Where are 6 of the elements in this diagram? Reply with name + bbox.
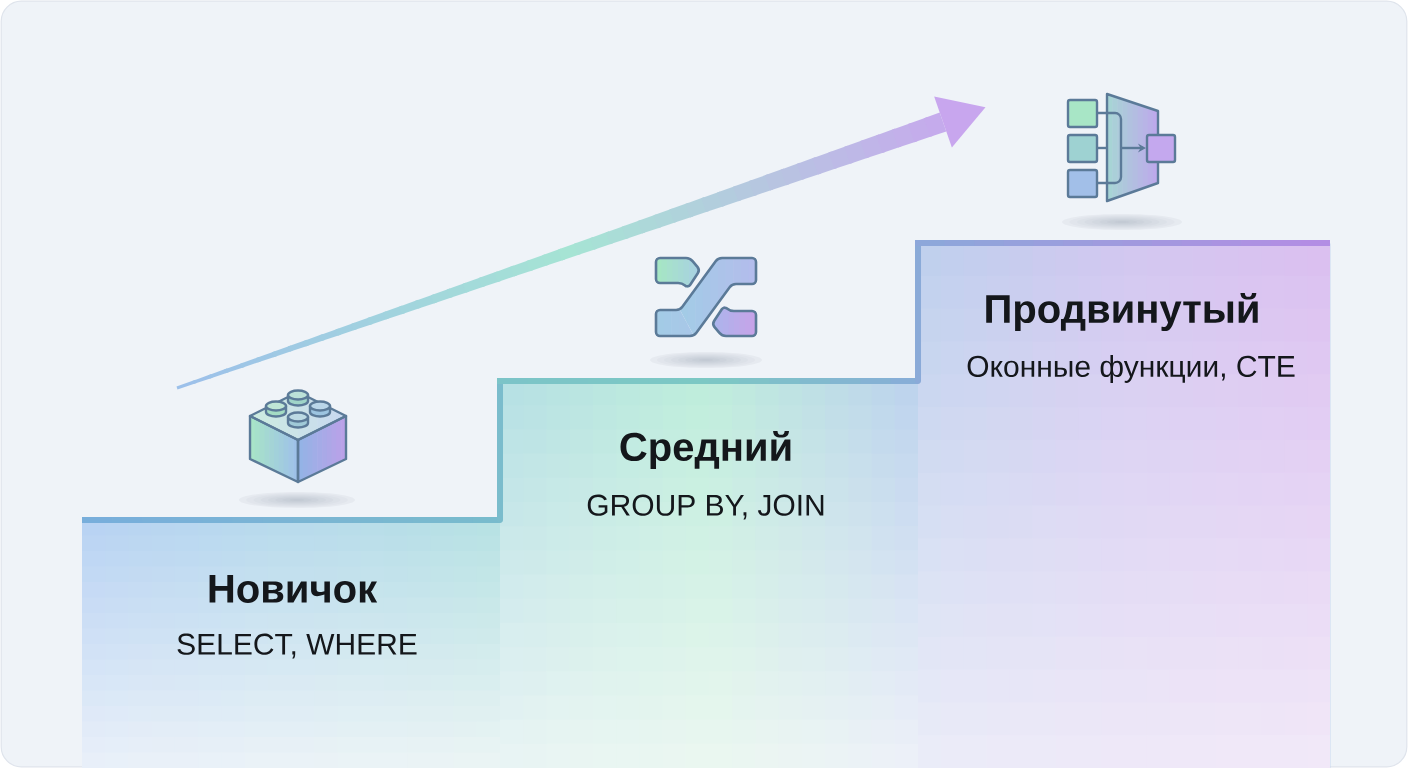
step-title: Новичок xyxy=(209,575,378,603)
step-title: Продвинутый xyxy=(986,292,1258,332)
step-description: Оконные функции, CTE xyxy=(967,355,1295,383)
step-description: GROUP BY, JOIN xyxy=(587,494,824,520)
step-description: SELECT, WHERE xyxy=(177,633,417,659)
step-title: Средний xyxy=(620,430,791,470)
